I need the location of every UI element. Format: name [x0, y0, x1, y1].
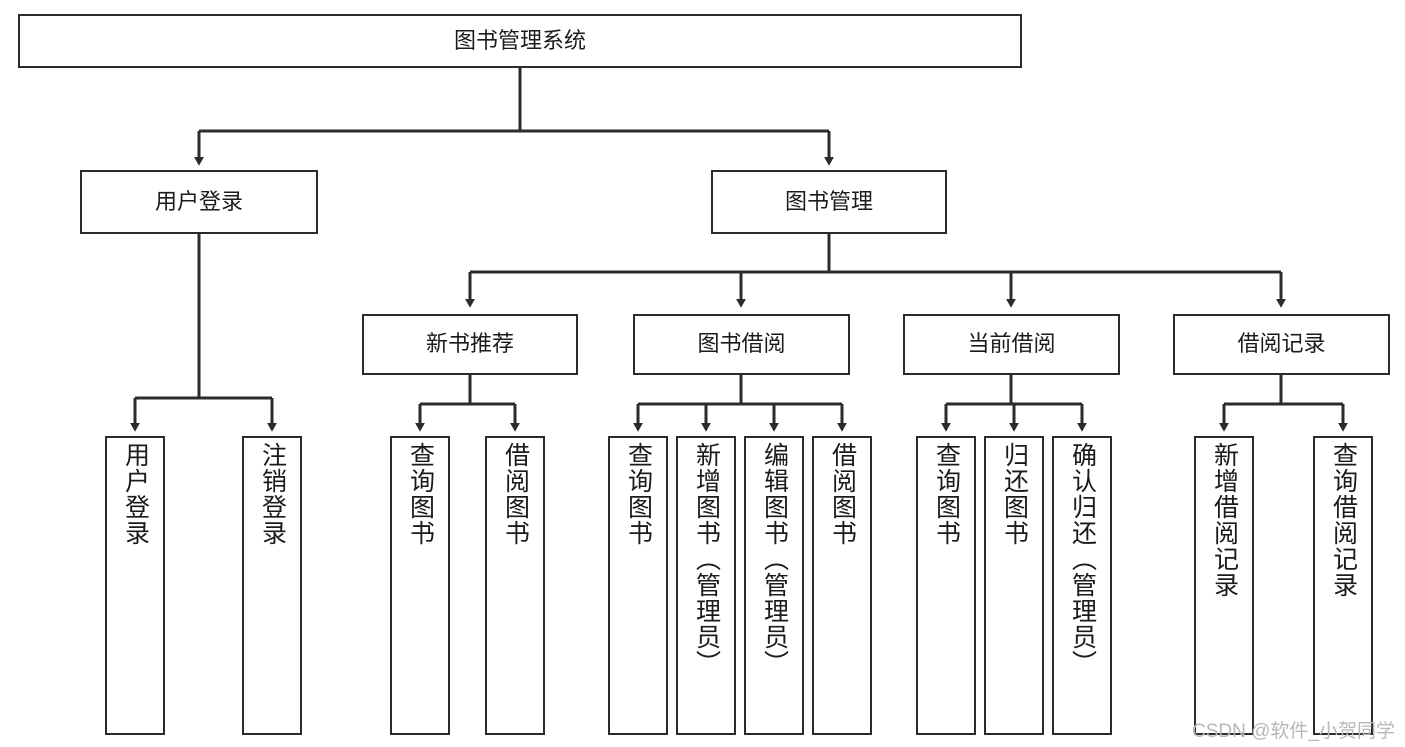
edges-newbook-to-leaves: [415, 375, 520, 432]
node-label: 借阅图书: [501, 442, 530, 546]
node-leaf-query-borrow-record[interactable]: 查询借阅记录: [1313, 436, 1373, 735]
edges-userlogin-to-leaves: [130, 234, 277, 432]
node-current-borrow[interactable]: 当前借阅: [903, 314, 1120, 375]
node-leaf-query-book-recommend[interactable]: 查询图书: [390, 436, 450, 735]
node-label: 查询图书: [932, 442, 961, 546]
node-label: 借阅图书: [828, 442, 857, 546]
node-root-system[interactable]: 图书管理系统: [18, 14, 1022, 68]
node-label: 当前借阅: [967, 331, 1056, 357]
node-user-login[interactable]: 用户登录: [80, 170, 318, 234]
node-label: 用户登录: [154, 188, 243, 214]
node-leaf-query-book-current[interactable]: 查询图书: [916, 436, 976, 735]
node-leaf-borrow-book-recommend[interactable]: 借阅图书: [485, 436, 545, 735]
node-label: 新增图书（管理员）: [692, 442, 721, 676]
csdn-watermark: CSDN @软件_小贺同学: [1192, 721, 1395, 742]
node-leaf-user-login[interactable]: 用户登录: [105, 436, 165, 735]
node-label: 新增借阅记录: [1210, 442, 1239, 598]
node-label: 查询图书: [624, 442, 653, 546]
edges-borrowrecord-to-leaves: [1219, 375, 1348, 432]
node-label: 归还图书: [1000, 442, 1029, 546]
node-label: 编辑图书（管理员）: [760, 442, 789, 676]
node-label: 用户登录: [121, 442, 150, 546]
node-leaf-return-book[interactable]: 归还图书: [984, 436, 1044, 735]
node-label: 图书借阅: [697, 331, 786, 357]
node-label: 查询图书: [406, 442, 435, 546]
node-leaf-add-book-admin[interactable]: 新增图书（管理员）: [676, 436, 736, 735]
node-label: 借阅记录: [1237, 331, 1326, 357]
node-label: 新书推荐: [425, 331, 514, 357]
node-label: 确认归还（管理员）: [1068, 442, 1097, 676]
node-new-book-recommend[interactable]: 新书推荐: [362, 314, 578, 375]
node-leaf-query-book-borrow[interactable]: 查询图书: [608, 436, 668, 735]
node-book-borrow[interactable]: 图书借阅: [633, 314, 850, 375]
node-label: 图书管理系统: [453, 27, 586, 53]
node-borrow-record[interactable]: 借阅记录: [1173, 314, 1390, 375]
node-leaf-add-borrow-record[interactable]: 新增借阅记录: [1194, 436, 1254, 735]
node-label: 注销登录: [258, 442, 287, 546]
edges-bookmgmt-to-level3: [465, 234, 1286, 308]
edges-bookborrow-to-leaves: [633, 375, 847, 432]
node-leaf-edit-book-admin[interactable]: 编辑图书（管理员）: [744, 436, 804, 735]
node-leaf-logout[interactable]: 注销登录: [242, 436, 302, 735]
node-leaf-borrow-book[interactable]: 借阅图书: [812, 436, 872, 735]
node-label: 图书管理: [784, 188, 873, 214]
node-label: 查询借阅记录: [1329, 442, 1358, 598]
node-book-management[interactable]: 图书管理: [711, 170, 947, 234]
edges-currentborrow-to-leaves: [941, 375, 1087, 432]
edges-root-to-level2: [194, 68, 834, 166]
node-leaf-confirm-return-admin[interactable]: 确认归还（管理员）: [1052, 436, 1112, 735]
